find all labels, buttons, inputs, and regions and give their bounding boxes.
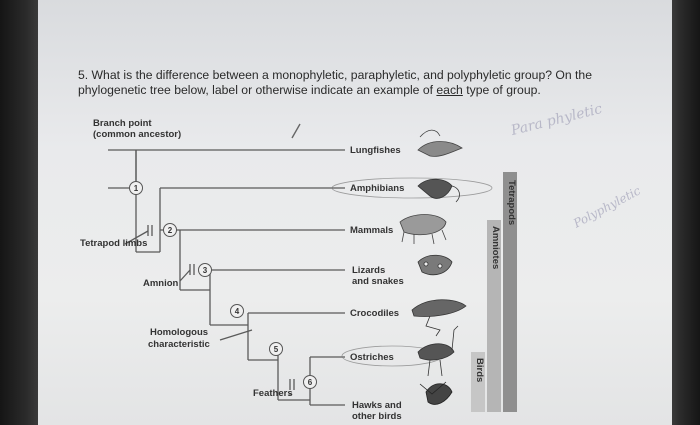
crocodile-icon xyxy=(411,299,467,337)
taxon-lizards-line2: and snakes xyxy=(352,276,404,287)
node-4-number: 4 xyxy=(235,307,240,316)
hawk-icon xyxy=(419,381,453,405)
node-6-number: 6 xyxy=(308,378,313,387)
lizard-snake-icon xyxy=(417,254,453,276)
question-prefix: 5. What is the difference between a mono… xyxy=(78,68,592,97)
node-1 xyxy=(129,181,143,195)
characteristic-label: characteristic xyxy=(148,339,210,350)
taxon-amphibians: Amphibians xyxy=(350,183,405,194)
taxon-hawks-line2: other birds xyxy=(352,411,402,422)
tetrapods-label: Tetrapods xyxy=(506,180,517,226)
node-2 xyxy=(163,223,177,237)
photo-dark-edge-left xyxy=(0,0,38,425)
node-1-number: 1 xyxy=(134,184,139,193)
feathers-label: Feathers xyxy=(253,388,293,399)
node-4 xyxy=(230,304,244,318)
question-suffix: type of group. xyxy=(462,83,541,97)
taxon-mammals: Mammals xyxy=(350,225,394,236)
amniotes-bracket xyxy=(487,220,501,412)
node-5-number: 5 xyxy=(274,345,279,354)
node-3 xyxy=(198,263,212,277)
pencil-slash xyxy=(291,123,301,139)
amniotes-label: Amniotes xyxy=(490,226,501,270)
taxon-hawks-line1: Hawks and xyxy=(352,400,402,411)
question-underlined-word: each xyxy=(436,83,463,97)
node-6 xyxy=(303,375,317,389)
birds-label: Birds xyxy=(474,358,485,383)
tetrapod-limbs-label: Tetrapod limbs xyxy=(80,238,148,249)
taxon-lizards-line1: Lizards xyxy=(352,265,386,276)
ostrich-icon xyxy=(417,325,459,377)
branch-point-label: Branch point xyxy=(93,118,152,129)
node-5 xyxy=(269,342,283,356)
node-3-number: 3 xyxy=(203,266,208,275)
lungfish-icon xyxy=(417,129,463,157)
amphibian-icon xyxy=(417,178,460,203)
mammal-icon xyxy=(399,214,447,245)
worksheet-paper xyxy=(38,0,672,425)
tetrapods-bracket xyxy=(503,172,517,412)
amnion-label: Amnion xyxy=(143,278,179,289)
question-text: 5. What is the difference between a mono… xyxy=(78,68,638,98)
taxon-crocodiles: Crocodiles xyxy=(350,308,400,319)
node-2-number: 2 xyxy=(168,226,173,235)
photo-dark-edge-right xyxy=(672,0,700,425)
birds-bracket xyxy=(471,352,485,412)
taxon-lungfishes: Lungfishes xyxy=(350,145,401,156)
homologous-label: Homologous xyxy=(150,327,209,338)
pencil-circle-amphibians xyxy=(331,177,493,199)
common-ancestor-label: (common ancestor) xyxy=(93,129,182,140)
taxon-ostriches: Ostriches xyxy=(350,352,394,363)
